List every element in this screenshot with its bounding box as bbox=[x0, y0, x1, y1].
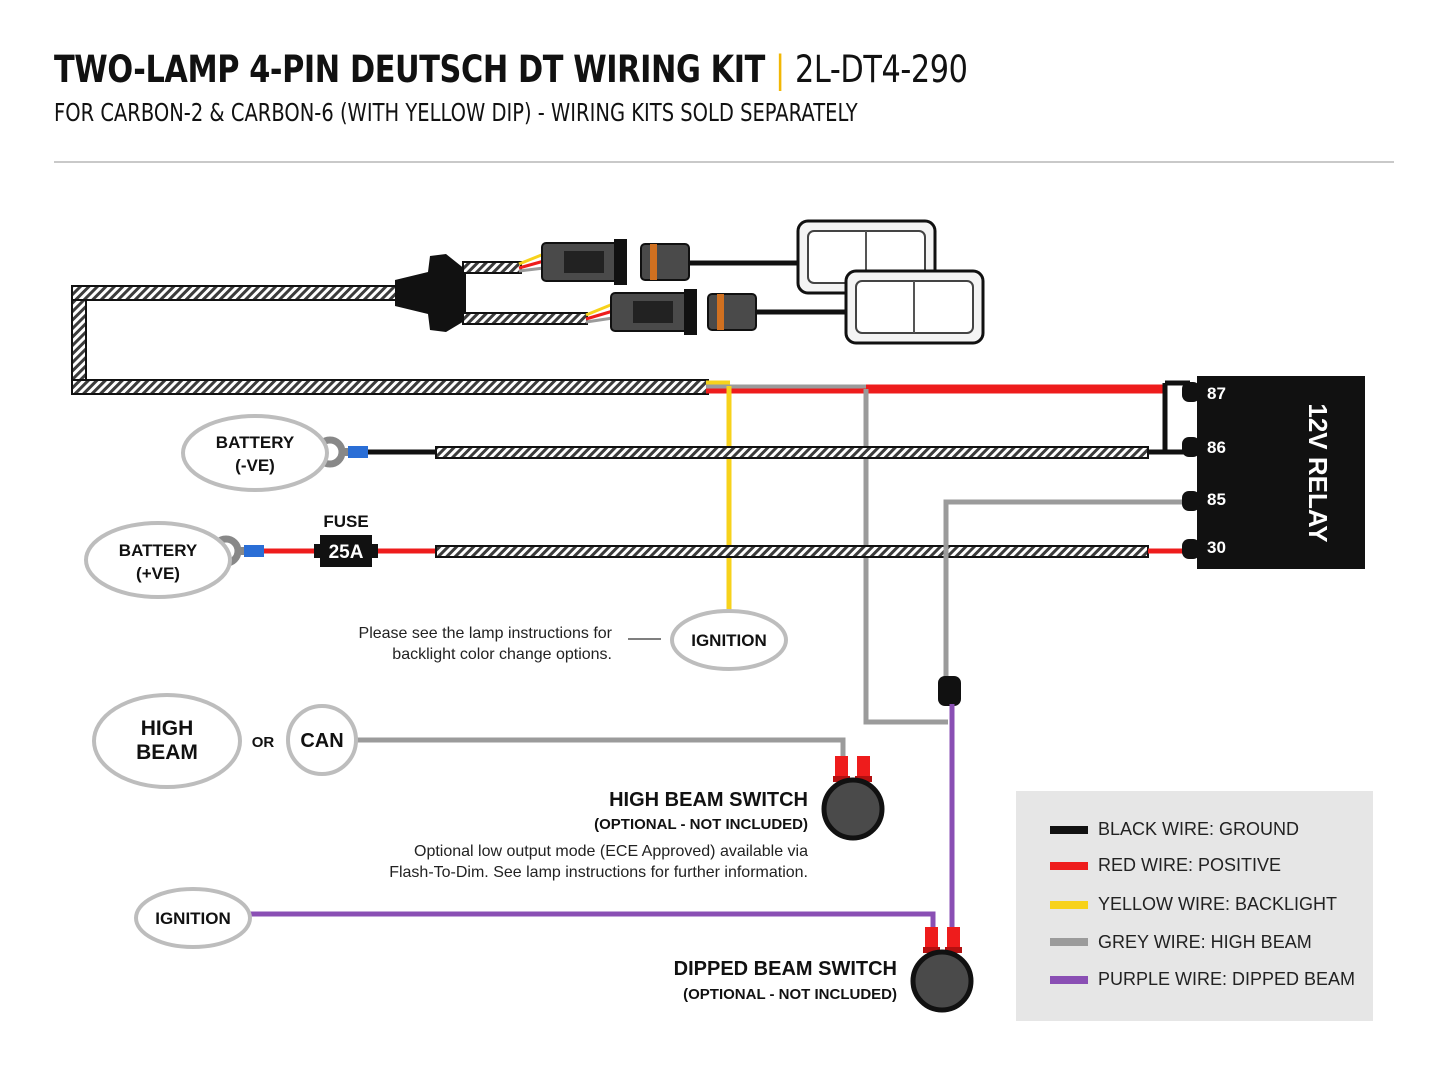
high-beam-line1: HIGH bbox=[141, 717, 194, 740]
high-beam-switch-title: HIGH BEAM SWITCH bbox=[609, 789, 808, 811]
ignition-dipped-label: IGNITION bbox=[134, 887, 252, 949]
battery-negative-label: BATTERY (-VE) bbox=[181, 414, 329, 492]
high-beam-switch: HIGH BEAM SWITCH (OPTIONAL - NOT INCLUDE… bbox=[389, 756, 885, 881]
fuse-rating: 25A bbox=[329, 542, 364, 563]
legend-item-red: RED WIRE: POSITIVE bbox=[1050, 855, 1281, 875]
high-beam-source-label: HIGH BEAM OR CAN bbox=[92, 693, 358, 789]
deutsch-connector-upper bbox=[541, 239, 798, 285]
relay: 12V RELAY 87 86 85 30 bbox=[1182, 376, 1365, 569]
page-title: TWO-LAMP 4-PIN DEUTSCH DT WIRING KIT | 2… bbox=[54, 44, 1153, 96]
ignition-backlight-text: IGNITION bbox=[691, 631, 767, 650]
backlight-note-line1: Please see the lamp instructions for bbox=[359, 625, 613, 642]
backlight-note-line2: backlight color change options. bbox=[392, 646, 612, 663]
legend-label: RED WIRE: POSITIVE bbox=[1098, 855, 1281, 875]
legend-label: BLACK WIRE: GROUND bbox=[1098, 819, 1299, 839]
battery-negative-line1: BATTERY bbox=[216, 433, 295, 452]
grey-high-beam-wire bbox=[863, 389, 948, 725]
battery-negative-wire bbox=[314, 436, 1190, 468]
lamp-lower bbox=[844, 269, 985, 345]
or-label: OR bbox=[252, 734, 275, 751]
flash-to-dim-note-line2: Flash-To-Dim. See lamp instructions for … bbox=[389, 864, 808, 881]
can-label: CAN bbox=[300, 730, 343, 752]
legend-item-grey: GREY WIRE: HIGH BEAM bbox=[1050, 932, 1312, 952]
legend-label: GREY WIRE: HIGH BEAM bbox=[1098, 932, 1312, 952]
page-subtitle: FOR CARBON-2 & CARBON-6 (WITH YELLOW DIP… bbox=[54, 98, 858, 127]
relay-pin-85: 85 bbox=[1207, 490, 1226, 509]
header-divider bbox=[54, 161, 1394, 163]
fuse: 25A FUSE bbox=[314, 512, 378, 567]
legend-label: YELLOW WIRE: BACKLIGHT bbox=[1098, 894, 1337, 914]
battery-negative-line2: (-VE) bbox=[235, 456, 275, 475]
high-beam-switch-subtitle: (OPTIONAL - NOT INCLUDED) bbox=[594, 816, 808, 833]
grey-can-wire bbox=[356, 737, 846, 760]
legend-item-yellow: YELLOW WIRE: BACKLIGHT bbox=[1050, 894, 1337, 914]
relay-pin-87: 87 bbox=[1207, 384, 1226, 403]
title-separator: | bbox=[775, 48, 785, 91]
dipped-beam-switch-title: DIPPED BEAM SWITCH bbox=[674, 958, 897, 980]
battery-positive-line1: BATTERY bbox=[119, 541, 198, 560]
dipped-beam-switch: DIPPED BEAM SWITCH (OPTIONAL - NOT INCLU… bbox=[674, 927, 974, 1013]
title-code: 2L-DT4-290 bbox=[794, 48, 968, 91]
wire-legend: BLACK WIRE: GROUND RED WIRE: POSITIVE YE… bbox=[1016, 791, 1373, 1021]
title-main: TWO-LAMP 4-PIN DEUTSCH DT WIRING KIT bbox=[54, 48, 765, 91]
relay-label: 12V RELAY bbox=[1303, 403, 1333, 542]
relay-pin-30: 30 bbox=[1207, 538, 1226, 557]
dipped-beam-switch-subtitle: (OPTIONAL - NOT INCLUDED) bbox=[683, 986, 897, 1003]
wire-junction bbox=[938, 676, 961, 706]
legend-item-black: BLACK WIRE: GROUND bbox=[1050, 819, 1299, 839]
flash-to-dim-note-line1: Optional low output mode (ECE Approved) … bbox=[414, 843, 808, 860]
battery-positive-label: BATTERY (+VE) bbox=[84, 521, 232, 599]
ignition-dipped-text: IGNITION bbox=[155, 909, 231, 928]
harness-splitter bbox=[395, 252, 614, 332]
battery-positive-wire bbox=[210, 535, 1190, 567]
battery-positive-line2: (+VE) bbox=[136, 564, 180, 583]
legend-label: PURPLE WIRE: DIPPED BEAM bbox=[1098, 969, 1355, 989]
grey-relay-85-wire bbox=[943, 499, 1190, 680]
main-harness-loom bbox=[71, 285, 709, 395]
relay-pin-86: 86 bbox=[1207, 438, 1226, 457]
deutsch-connector-lower bbox=[610, 289, 846, 335]
high-beam-line2: BEAM bbox=[136, 741, 198, 764]
fuse-label: FUSE bbox=[323, 512, 368, 531]
header: TWO-LAMP 4-PIN DEUTSCH DT WIRING KIT | 2… bbox=[54, 44, 1394, 127]
purple-ignition-wire bbox=[248, 911, 936, 930]
harness-wire-ends bbox=[706, 380, 1190, 452]
legend-item-purple: PURPLE WIRE: DIPPED BEAM bbox=[1050, 969, 1355, 989]
ignition-backlight-label: IGNITION bbox=[670, 609, 788, 671]
